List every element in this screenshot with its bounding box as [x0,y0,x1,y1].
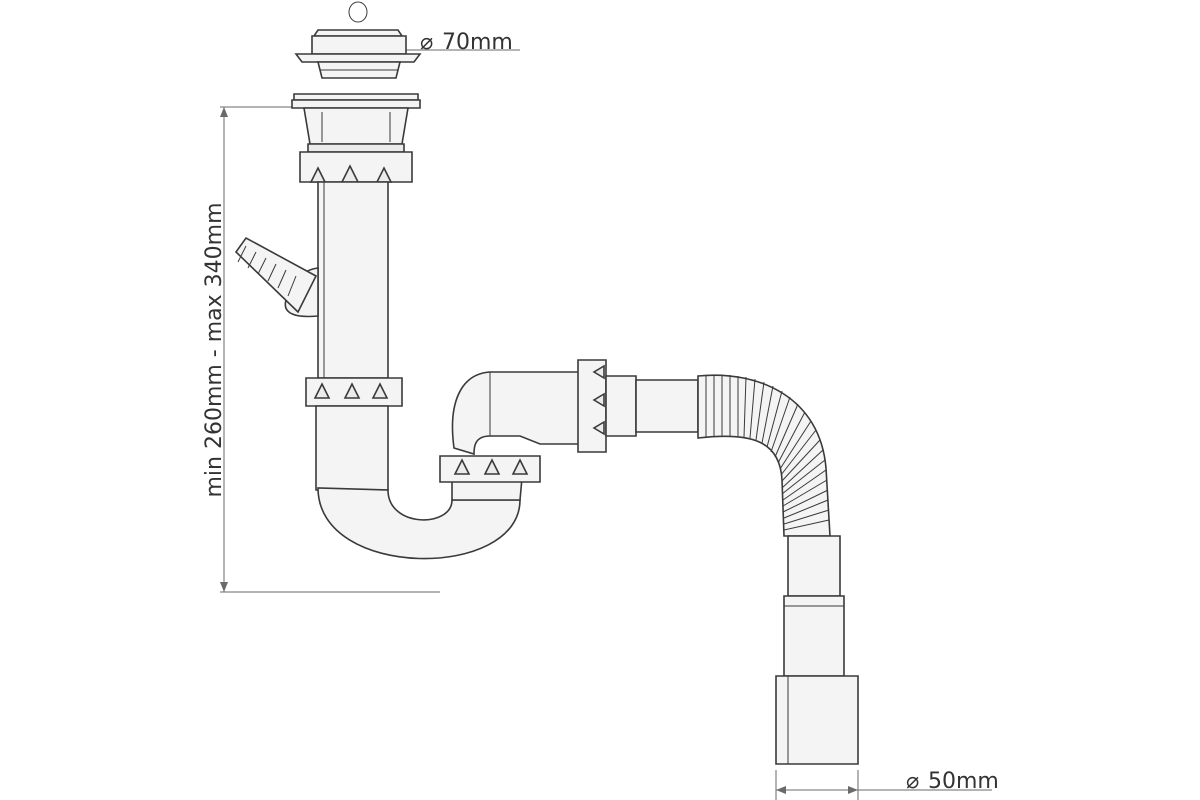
middle-nut [305,377,403,407]
top-diameter-symbol: ⌀ [420,30,433,55]
outlet-nut [577,359,607,453]
trap-nut [439,455,541,483]
bottom-diameter-symbol: ⌀ [906,769,919,794]
flexible-hose [697,374,831,537]
height-dimension: min 260mm - max 340mm [202,106,440,593]
upper-nut [299,151,413,183]
outlet-elbow [451,371,581,456]
outlet-sleeve [605,375,699,437]
top-diameter-label: 70mm [442,30,513,55]
height-range-label: min 260mm - max 340mm [202,202,227,497]
bottom-diameter-dimension: ⌀ 50mm [775,769,999,800]
side-nipple [234,236,319,318]
tail-pipe [317,181,389,379]
strainer-plug [294,1,422,79]
bottom-diameter-label: 50mm [928,769,999,794]
u-trap [315,405,523,560]
outlet-pipe [775,535,859,765]
drain-flange [291,93,421,153]
top-diameter-dimension: ⌀ 70mm [395,30,520,55]
